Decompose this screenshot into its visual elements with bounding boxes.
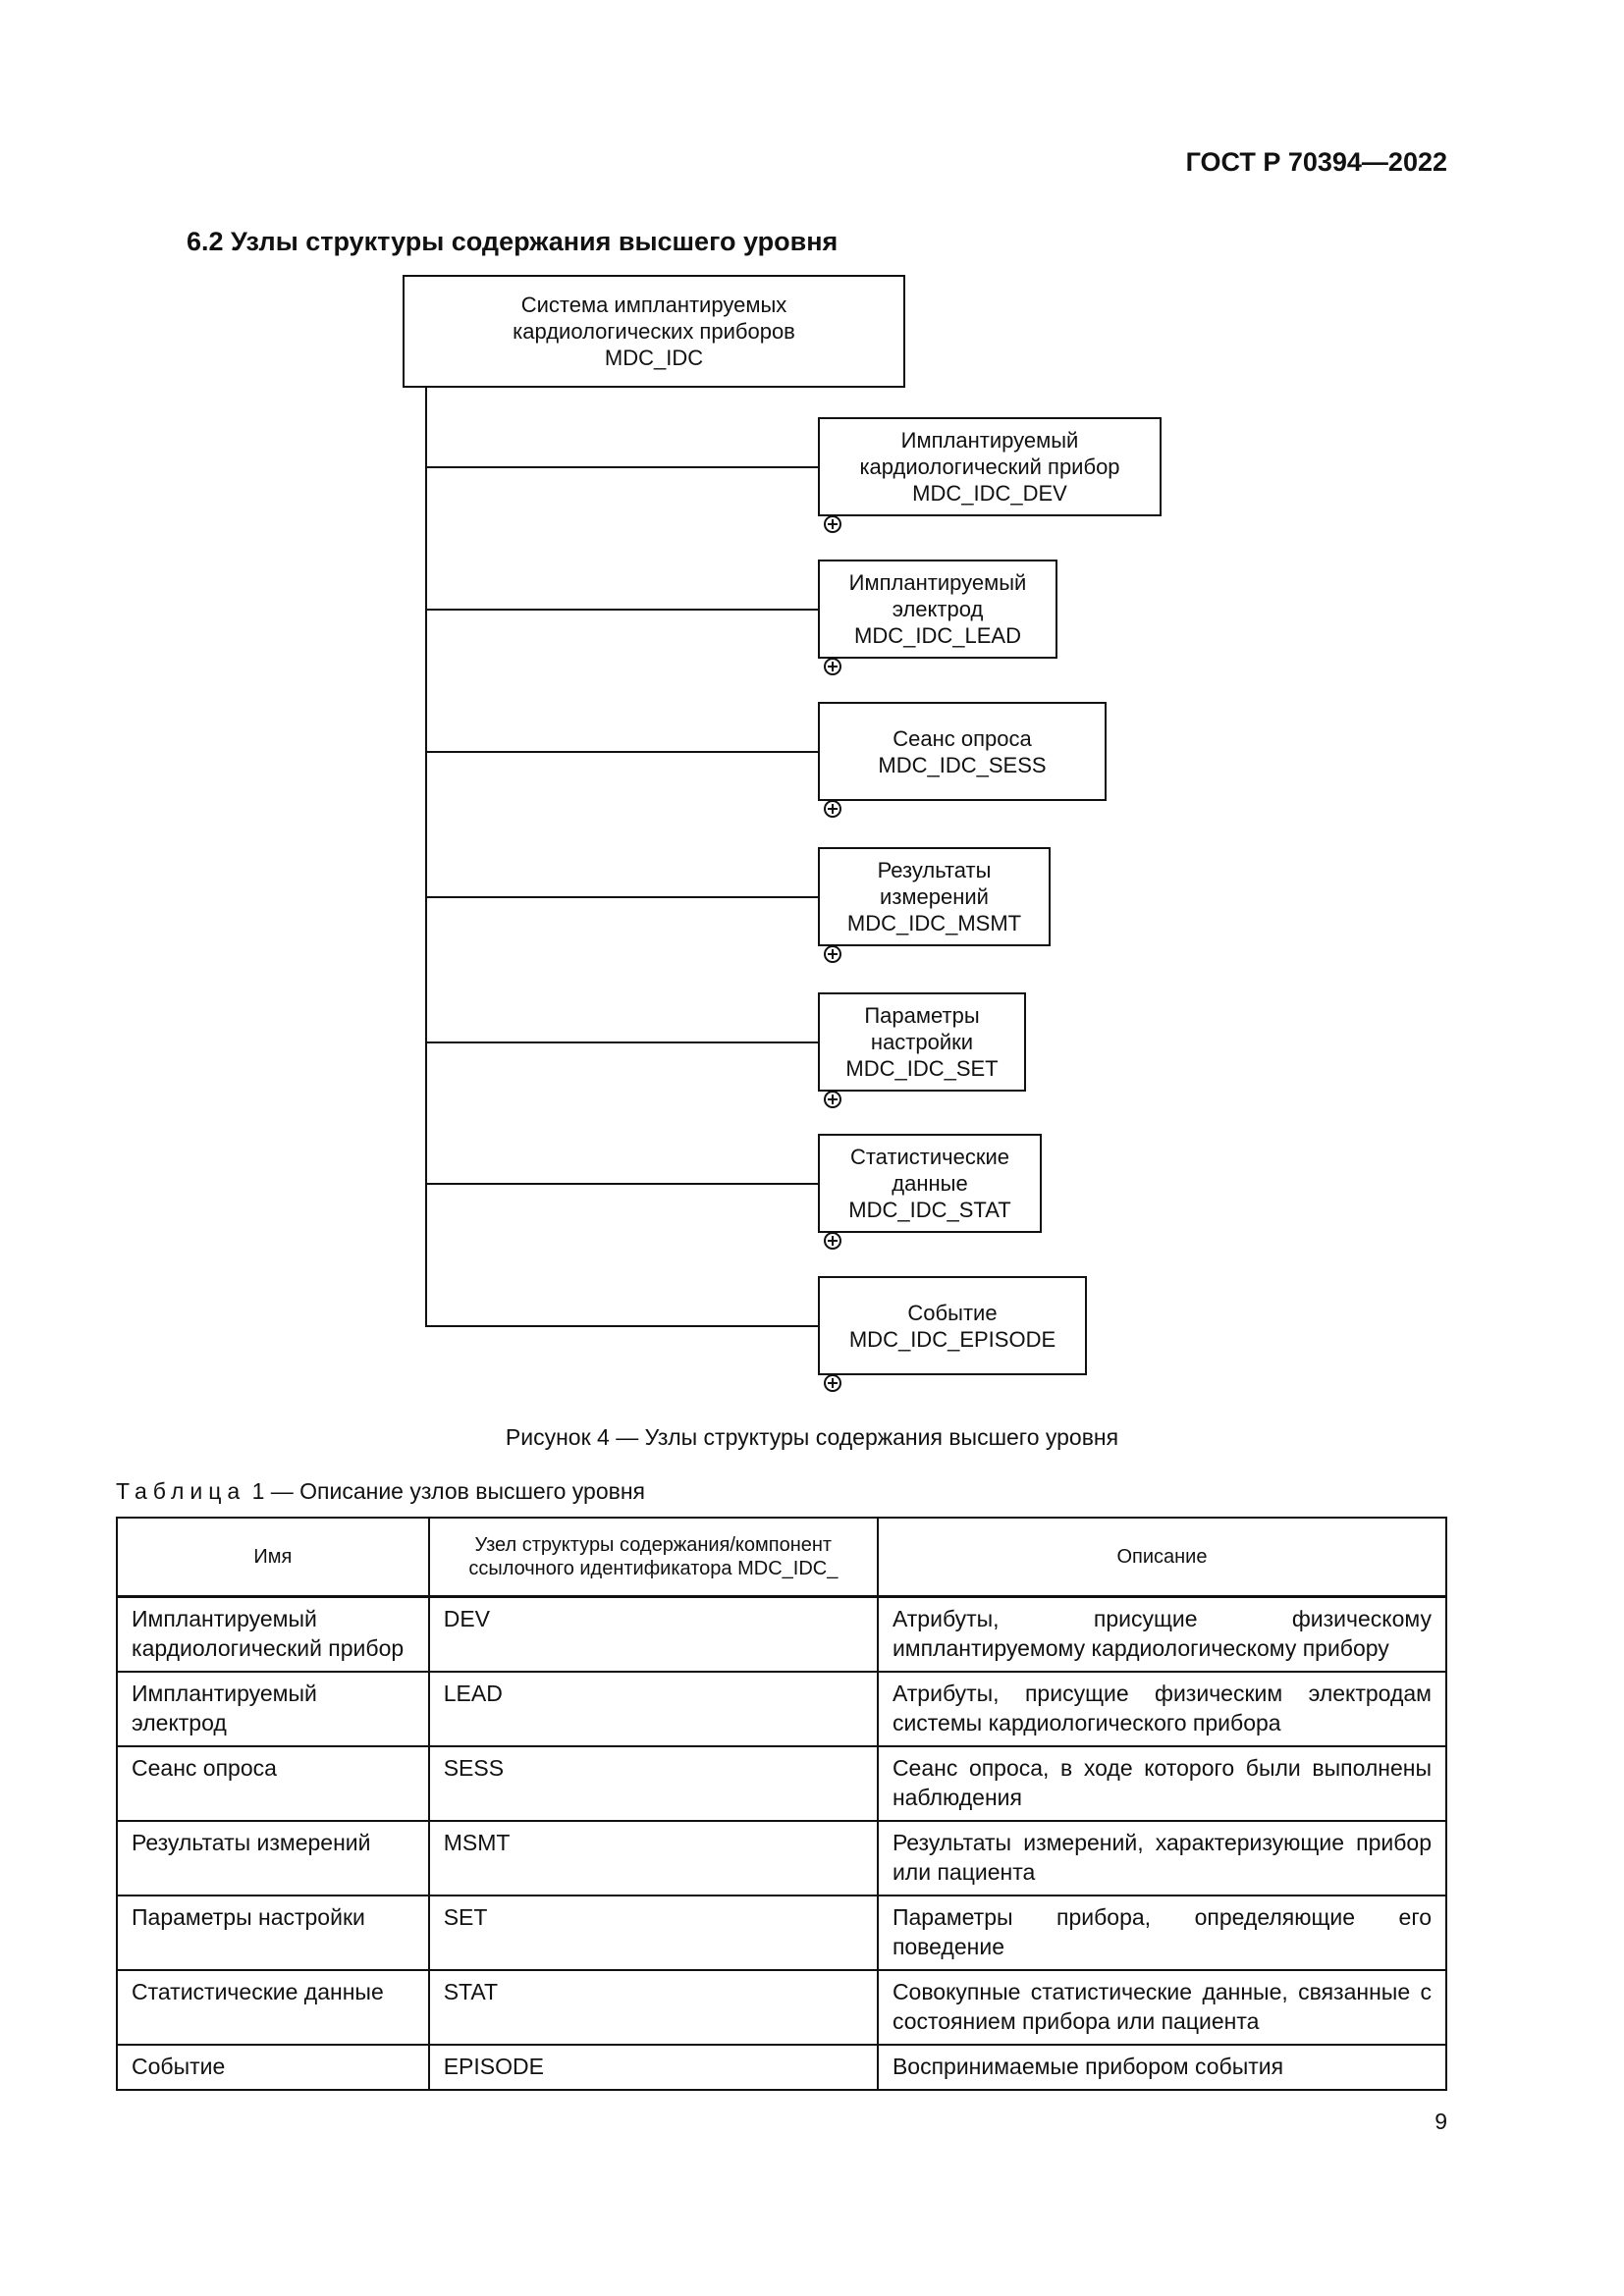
node-text: Имплантируемый [900, 428, 1079, 453]
root-node: Система имплантируемых кардиологических … [403, 275, 905, 388]
child-node-msmt: Результаты измерений MDC_IDC_MSMT [818, 847, 1051, 946]
child-node-episode: Событие MDC_IDC_EPISODE [818, 1276, 1087, 1375]
figure-caption: Рисунок 4 — Узлы структуры содержания вы… [505, 1424, 1119, 1450]
connector-line [425, 896, 818, 898]
connector-line [425, 1325, 818, 1327]
connector-line [425, 466, 818, 468]
cell-node: LEAD [427, 1671, 879, 1747]
header-name: Имя [116, 1517, 430, 1598]
header-node-line: Узел структуры содержания/компонент [474, 1534, 833, 1556]
table-row: Результаты измерений MSMT Результаты изм… [116, 1820, 1448, 1896]
table-row: Событие EPISODE Воспринимаемые прибором … [116, 2044, 1448, 2091]
expand-icon [824, 945, 841, 963]
node-text: электрод [892, 597, 984, 621]
child-node-lead: Имплантируемый электрод MDC_IDC_LEAD [818, 560, 1057, 659]
cell-node: DEV [427, 1595, 879, 1673]
cell-name: Параметры настройки [116, 1895, 430, 1971]
node-text: Параметры [864, 1003, 980, 1028]
node-text: Событие [907, 1300, 998, 1325]
node-text: Результаты [877, 858, 992, 882]
cell-node: SESS [427, 1745, 879, 1822]
node-code: MDC_IDC_SESS [878, 752, 1047, 777]
node-text: кардиологический прибор [859, 454, 1120, 479]
node-text: Имплантируемый [848, 570, 1027, 595]
expand-icon [824, 658, 841, 675]
cell-name: Событие [116, 2044, 430, 2091]
child-node-set: Параметры настройки MDC_IDC_SET [818, 992, 1026, 1092]
node-code: MDC_IDC_DEV [912, 481, 1067, 506]
node-code: MDC_IDC_EPISODE [848, 1326, 1056, 1352]
section-title: 6.2 Узлы структуры содержания высшего ур… [187, 227, 839, 256]
node-text: Система имплантируемых [520, 293, 787, 317]
cell-name: Сеанс опроса [116, 1745, 430, 1822]
table-row: Параметры настройки SET Параметры прибор… [116, 1895, 1448, 1971]
cell-description: Совокупные статистические данные, связан… [876, 1969, 1448, 2046]
header-node-line: ссылочного идентификатора MDC_IDC_ [468, 1558, 839, 1579]
node-code: MDC_IDC_SET [845, 1056, 999, 1081]
cell-description: Воспринимаемые прибором события [876, 2044, 1448, 2091]
cell-name: Результаты измерений [116, 1820, 430, 1896]
header-description: Описание [876, 1517, 1448, 1598]
child-node-sess: Сеанс опроса MDC_IDC_SESS [818, 702, 1107, 801]
cell-description: Результаты измерений, характеризующие пр… [876, 1820, 1448, 1896]
table-title: Таблица 1 — Описание узлов высшего уровн… [116, 1478, 645, 1505]
nodes-table: Имя Узел структуры содержания/компонент … [116, 1517, 1448, 2091]
child-node-stat: Статистические данные MDC_IDC_STAT [818, 1134, 1042, 1233]
node-text: Сеанс опроса [893, 725, 1032, 751]
connector-line [425, 609, 818, 611]
header-node: Узел структуры содержания/компонент ссыл… [427, 1517, 879, 1598]
cell-description: Сеанс опроса, в ходе которого были выпол… [876, 1745, 1448, 1822]
table-row: Сеанс опроса SESS Сеанс опроса, в ходе к… [116, 1745, 1448, 1822]
document-id: ГОСТ Р 70394—2022 [1185, 147, 1447, 177]
cell-name: Статистические данные [116, 1969, 430, 2046]
cell-node: EPISODE [427, 2044, 879, 2091]
page-number: 9 [1435, 2109, 1447, 2134]
cell-name: Имплантируемый кардиологический прибор [116, 1595, 430, 1673]
connector-line [425, 1041, 818, 1043]
connector-line [425, 751, 818, 753]
node-text: данные [892, 1171, 968, 1196]
table-caption: 1 — Описание узлов высшего уровня [251, 1478, 645, 1504]
cell-node: SET [427, 1895, 879, 1971]
cell-description: Параметры прибора, определяющие его пове… [876, 1895, 1448, 1971]
node-text: Статистические [849, 1145, 1010, 1169]
table-header-row: Имя Узел структуры содержания/компонент … [116, 1517, 1448, 1598]
node-code: MDC_IDC_STAT [848, 1198, 1011, 1222]
tree-trunk-line [425, 388, 427, 1327]
expand-icon [824, 1091, 841, 1108]
node-text: кардиологических приборов [513, 319, 795, 344]
expand-icon [824, 1232, 841, 1250]
table-row: Имплантируемый кардиологический прибор D… [116, 1595, 1448, 1673]
child-node-dev: Имплантируемый кардиологический прибор M… [818, 417, 1162, 516]
node-code: MDC_IDC [604, 346, 704, 370]
cell-description: Атрибуты, присущие физическому имплантир… [876, 1595, 1448, 1673]
node-text: настройки [870, 1030, 974, 1054]
expand-icon [824, 1374, 841, 1392]
node-text: измерений [880, 884, 989, 909]
table-label: Таблица [116, 1478, 246, 1504]
cell-description: Атрибуты, присущие физическим электродам… [876, 1671, 1448, 1747]
expand-icon [824, 800, 841, 818]
table-row: Статистические данные STAT Совокупные ст… [116, 1969, 1448, 2046]
connector-line [425, 1183, 818, 1185]
cell-node: STAT [427, 1969, 879, 2046]
table-row: Имплантируемый электрод LEAD Атрибуты, п… [116, 1671, 1448, 1747]
cell-node: MSMT [427, 1820, 879, 1896]
node-code: MDC_IDC_LEAD [854, 623, 1021, 648]
cell-name: Имплантируемый электрод [116, 1671, 430, 1747]
expand-icon [824, 515, 841, 533]
node-code: MDC_IDC_MSMT [846, 911, 1022, 935]
